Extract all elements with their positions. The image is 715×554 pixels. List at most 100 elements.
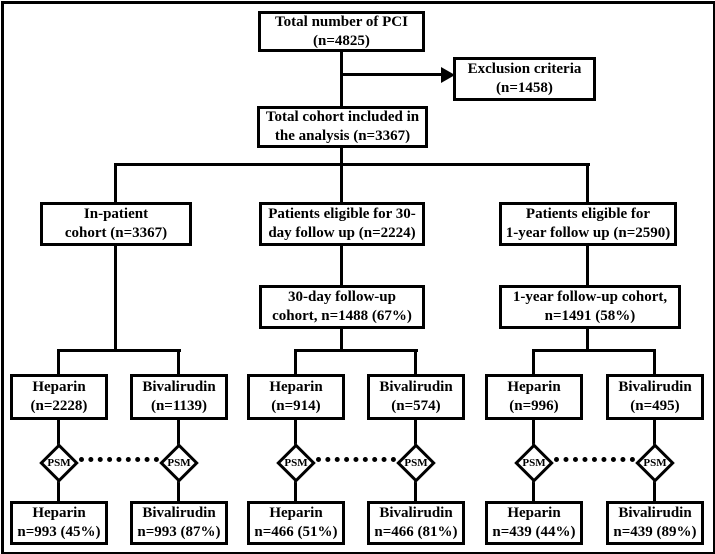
box-followup-1year-line2: n=1491 (58%)	[544, 308, 636, 324]
drop-heparin-1	[294, 349, 297, 376]
psm-dotted-link-2	[554, 457, 635, 462]
box-bivalirudin-0-line1: Bivalirudin	[142, 379, 216, 396]
box-heparin-0: Heparin (n=2228)	[10, 374, 108, 420]
box-exclusion-line2: (n=1458)	[496, 80, 553, 96]
split-bar-main	[114, 163, 590, 166]
box-heparin-matched-2: Heparin n=439 (44%)	[485, 501, 583, 545]
connector-followup2-down	[586, 329, 589, 352]
connector-heparin1-psm	[294, 420, 297, 446]
box-bivalirudin-1-line2: (n=574)	[391, 398, 441, 414]
box-bivalirudin-matched-2-line2: n=439 (89%)	[613, 524, 697, 540]
box-bivalirudin-2-line2: (n=495)	[630, 398, 680, 414]
box-total-pci: Total number of PCI (n=4825)	[258, 11, 425, 52]
box-inpatient-cohort: In-patient cohort (n=3367)	[40, 202, 192, 246]
connector-bivalirudin0-psm	[177, 420, 180, 446]
box-bivalirudin-2: Bivalirudin (n=495)	[606, 374, 704, 420]
box-heparin-0-line1: Heparin	[32, 379, 86, 396]
connector-psm-matched-b0	[177, 480, 180, 502]
drop-bivalirudin-2	[653, 349, 656, 376]
drop-heparin-0	[57, 349, 60, 376]
box-total-pci-line1: Total number of PCI	[275, 13, 408, 30]
psm-label: PSM	[643, 457, 667, 469]
connector-bivalirudin2-psm	[653, 420, 656, 446]
box-total-cohort-line2: the analysis (n=3367)	[274, 128, 411, 144]
psm-label: PSM	[47, 457, 71, 469]
box-eligible-1year-line2: 1-year follow up (n=2590)	[505, 225, 671, 241]
connector-eligible1-followup1	[340, 246, 343, 287]
box-bivalirudin-1-line1: Bivalirudin	[379, 379, 453, 396]
box-eligible-1year-line1: Patients eligible for	[525, 206, 651, 223]
drop-bivalirudin-1	[414, 349, 417, 376]
drop-branch-1	[340, 163, 343, 203]
split-bar-group-1	[294, 349, 418, 352]
box-bivalirudin-matched-2: Bivalirudin n=439 (89%)	[606, 501, 704, 545]
box-exclusion-line1: Exclusion criteria	[467, 61, 582, 78]
connector-psm-matched-h0	[57, 480, 60, 502]
box-total-cohort: Total cohort included in the analysis (n…	[257, 106, 428, 148]
drop-bivalirudin-0	[177, 349, 180, 376]
box-bivalirudin-0: Bivalirudin (n=1139)	[130, 374, 228, 420]
box-heparin-1: Heparin (n=914)	[247, 374, 345, 420]
box-bivalirudin-matched-0-line2: n=993 (87%)	[137, 524, 221, 540]
box-heparin-2-line1: Heparin	[507, 379, 561, 396]
psm-label: PSM	[522, 457, 546, 469]
connector-bivalirudin1-psm	[414, 420, 417, 446]
drop-branch-2	[586, 163, 589, 203]
box-followup-1year-line1: 1-year follow-up cohort,	[512, 289, 668, 306]
connector-heparin0-psm	[57, 420, 60, 446]
psm-label: PSM	[284, 457, 308, 469]
box-bivalirudin-matched-0-line1: Bivalirudin	[142, 505, 216, 522]
box-heparin-matched-0: Heparin n=993 (45%)	[10, 501, 108, 545]
box-eligible-30day-line1: Patients eligible for 30-	[268, 206, 416, 223]
connector-heparin2-psm	[532, 420, 535, 446]
box-heparin-matched-1-line1: Heparin	[269, 505, 323, 522]
box-inpatient-line2: cohort (n=3367)	[64, 225, 168, 241]
box-eligible-30day-line2: day follow up (n=2224)	[268, 225, 416, 241]
box-bivalirudin-matched-0: Bivalirudin n=993 (87%)	[130, 501, 228, 545]
box-heparin-1-line2: (n=914)	[271, 398, 321, 414]
psm-dotted-link-1	[316, 457, 396, 462]
arrowhead-right-icon	[441, 66, 455, 83]
box-heparin-2: Heparin (n=996)	[485, 374, 583, 420]
box-bivalirudin-matched-2-line1: Bivalirudin	[618, 505, 692, 522]
box-followup-30day-line2: cohort, n=1488 (67%)	[272, 308, 412, 324]
box-heparin-matched-0-line2: n=993 (45%)	[17, 524, 101, 540]
box-heparin-0-line2: (n=2228)	[30, 398, 88, 414]
connector-psm-matched-b2	[653, 480, 656, 502]
box-heparin-matched-2-line2: n=439 (44%)	[492, 524, 576, 540]
connector-psm-matched-h2	[532, 480, 535, 502]
connector-followup1-down	[340, 329, 343, 352]
connector-cohort-to-split	[340, 148, 343, 166]
connector-psm-matched-h1	[294, 480, 297, 502]
box-total-pci-line2: (n=4825)	[313, 32, 370, 49]
connector-psm-matched-b1	[414, 480, 417, 502]
box-exclusion-criteria: Exclusion criteria (n=1458)	[453, 57, 596, 101]
box-followup-1year: 1-year follow-up cohort, n=1491 (58%)	[499, 285, 681, 329]
box-heparin-1-line1: Heparin	[269, 379, 323, 396]
psm-dotted-link-0	[79, 457, 159, 462]
box-heparin-matched-2-line1: Heparin	[507, 505, 561, 522]
connector-eligible0-down	[114, 246, 117, 352]
box-eligible-1year: Patients eligible for 1-year follow up (…	[499, 202, 677, 246]
box-heparin-matched-1-line2: n=466 (51%)	[254, 524, 338, 540]
box-bivalirudin-matched-1-line1: Bivalirudin	[379, 505, 453, 522]
box-total-cohort-line1: Total cohort included in	[265, 109, 420, 126]
split-bar-group-0	[57, 349, 181, 352]
box-inpatient-line1: In-patient	[83, 206, 149, 223]
box-bivalirudin-0-line2: (n=1139)	[150, 398, 208, 414]
box-bivalirudin-1: Bivalirudin (n=574)	[367, 374, 465, 420]
box-bivalirudin-matched-1: Bivalirudin n=466 (81%)	[367, 501, 465, 545]
box-heparin-2-line2: (n=996)	[509, 398, 559, 414]
split-bar-group-2	[532, 349, 656, 352]
box-followup-30day-line1: 30-day follow-up	[288, 289, 396, 306]
connector-exclusion-line	[340, 73, 443, 76]
drop-heparin-2	[532, 349, 535, 376]
box-heparin-matched-1: Heparin n=466 (51%)	[247, 501, 345, 545]
psm-label: PSM	[404, 457, 428, 469]
box-bivalirudin-matched-1-line2: n=466 (81%)	[374, 524, 458, 540]
connector-total-to-cohort	[340, 52, 343, 108]
connector-eligible2-followup2	[586, 246, 589, 287]
box-eligible-30day: Patients eligible for 30- day follow up …	[259, 202, 425, 246]
